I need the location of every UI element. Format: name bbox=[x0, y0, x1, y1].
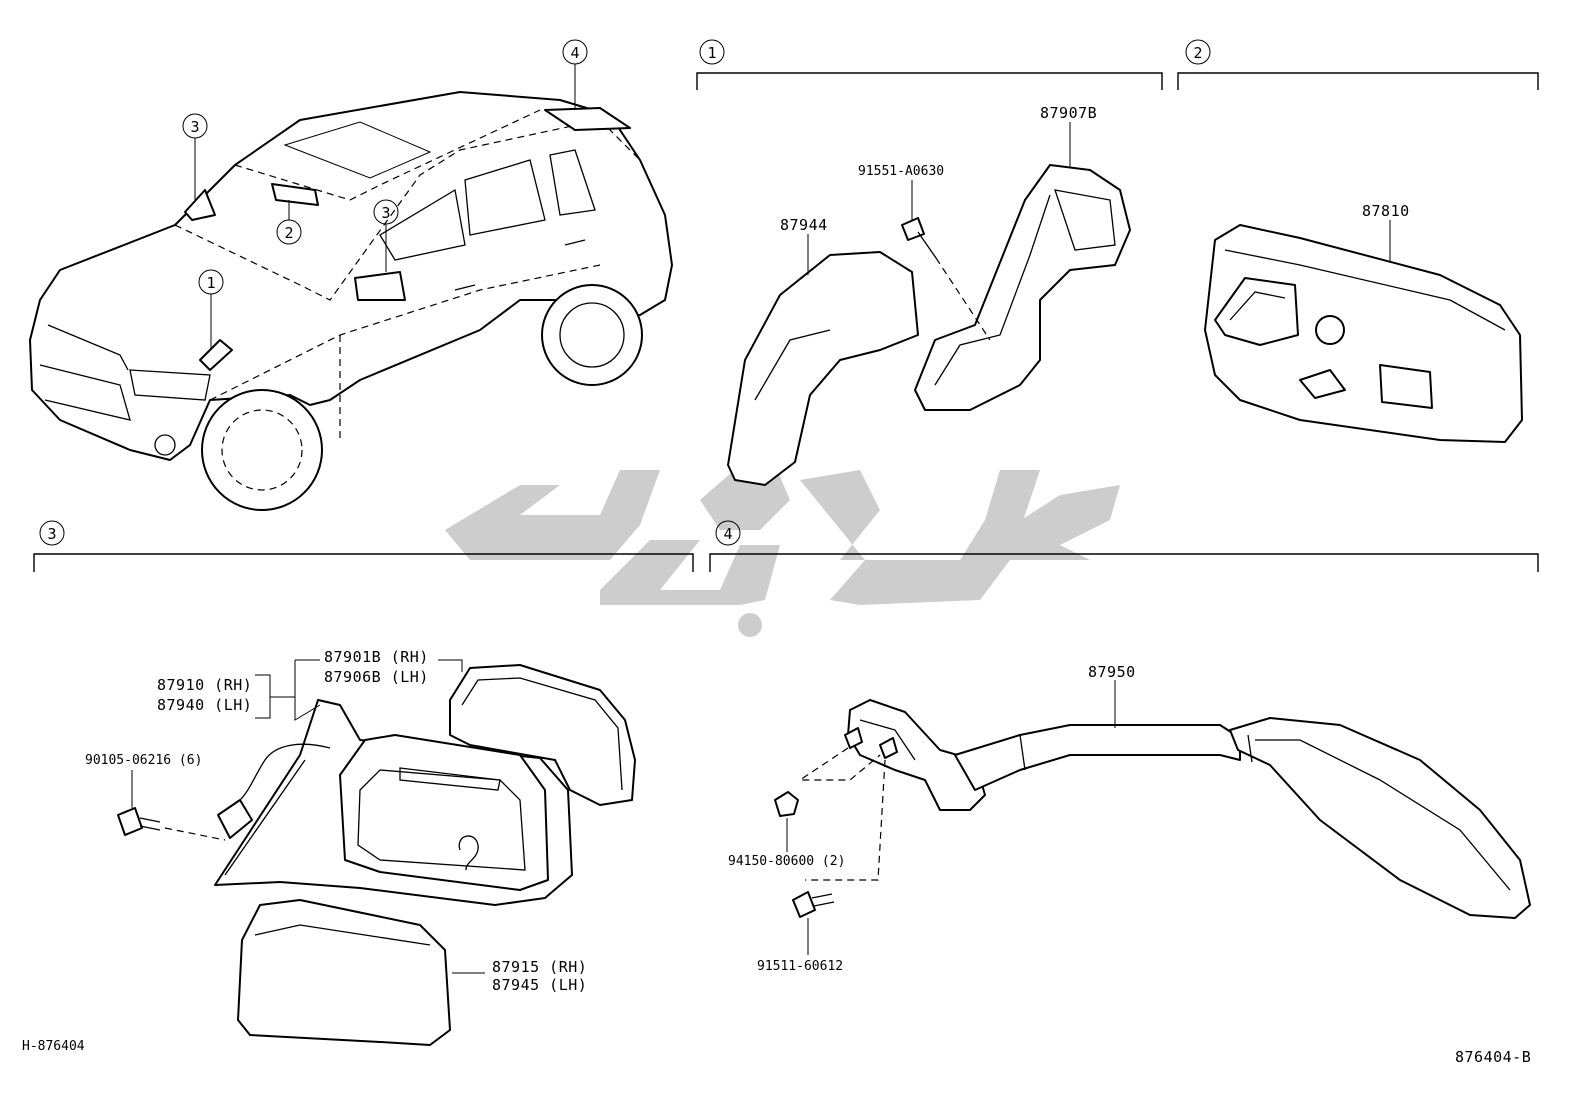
part-87810-inner-mirror: 87810 bbox=[1204, 202, 1523, 443]
part-87901B-mirror-glass bbox=[449, 664, 636, 806]
label-94150-80600: 94150-80600 (2) bbox=[728, 854, 845, 869]
section-bracket-3: 3 bbox=[33, 520, 694, 572]
label-87901B-rh: 87901B (RH) bbox=[324, 648, 429, 666]
label-87910-rh: 87910 (RH) bbox=[157, 676, 252, 694]
label-87944: 87944 bbox=[780, 216, 828, 234]
svg-text:3: 3 bbox=[190, 118, 199, 136]
watermark-logo bbox=[445, 465, 1120, 637]
part-connector-wire bbox=[217, 743, 331, 839]
label-87810: 87810 bbox=[1362, 202, 1410, 220]
section-number-1: 1 bbox=[707, 44, 716, 62]
part-87910-outer-mirror-assembly bbox=[214, 699, 573, 906]
part-91511-bolt: 91511-60612 bbox=[757, 891, 843, 974]
part-90105-bolt: 90105-06216 (6) bbox=[85, 753, 226, 841]
label-87907B: 87907B bbox=[1040, 104, 1097, 122]
label-group-section3-top: 87910 (RH) 87940 (LH) 87901B (RH) 87906B… bbox=[157, 648, 463, 721]
vehicle-callout-3a: 3 bbox=[182, 113, 208, 200]
vehicle-callout-2: 2 bbox=[276, 200, 302, 245]
section-number-2: 2 bbox=[1193, 44, 1202, 62]
label-87940-lh: 87940 (LH) bbox=[157, 696, 252, 714]
section-bracket-4: 4 bbox=[709, 520, 1539, 572]
label-87906B-lh: 87906B (LH) bbox=[324, 668, 429, 686]
part-87915-mirror-cover: 87915 (RH) 87945 (LH) bbox=[237, 899, 587, 1046]
vehicle-callout-3b: 3 bbox=[373, 199, 399, 272]
label-87915-rh: 87915 (RH) bbox=[492, 958, 587, 976]
svg-text:3: 3 bbox=[381, 204, 390, 222]
vehicle-illustration bbox=[29, 91, 673, 511]
svg-text:4: 4 bbox=[570, 44, 579, 62]
label-87945-lh: 87945 (LH) bbox=[492, 976, 587, 994]
svg-text:1: 1 bbox=[206, 274, 215, 292]
footer-right-code: 876404-B bbox=[1455, 1048, 1531, 1066]
label-87950: 87950 bbox=[1088, 663, 1136, 681]
label-90105-06216: 90105-06216 (6) bbox=[85, 753, 202, 768]
vehicle-callout-1: 1 bbox=[198, 269, 224, 350]
part-87944-cover: 87944 bbox=[727, 216, 919, 486]
section-number-4: 4 bbox=[723, 525, 732, 543]
part-87950-outer-rear-view-mirror: 87950 bbox=[847, 663, 1531, 919]
section-bracket-1: 1 bbox=[696, 39, 1163, 90]
label-91551-A0630: 91551-A0630 bbox=[858, 164, 944, 179]
vehicle-callout-4: 4 bbox=[562, 39, 588, 108]
part-mirror-base-studs bbox=[798, 727, 898, 881]
section-bracket-2: 2 bbox=[1177, 39, 1539, 90]
part-91551-A0630-screw: 91551-A0630 bbox=[858, 164, 991, 341]
part-87907B-mirror-base: 87907B bbox=[914, 104, 1131, 411]
part-94150-nut: 94150-80600 (2) bbox=[728, 791, 845, 869]
label-91511-60612: 91511-60612 bbox=[757, 959, 843, 974]
svg-text:2: 2 bbox=[284, 224, 293, 242]
section-number-3: 3 bbox=[47, 525, 56, 543]
footer-left-code: H-876404 bbox=[22, 1039, 85, 1054]
